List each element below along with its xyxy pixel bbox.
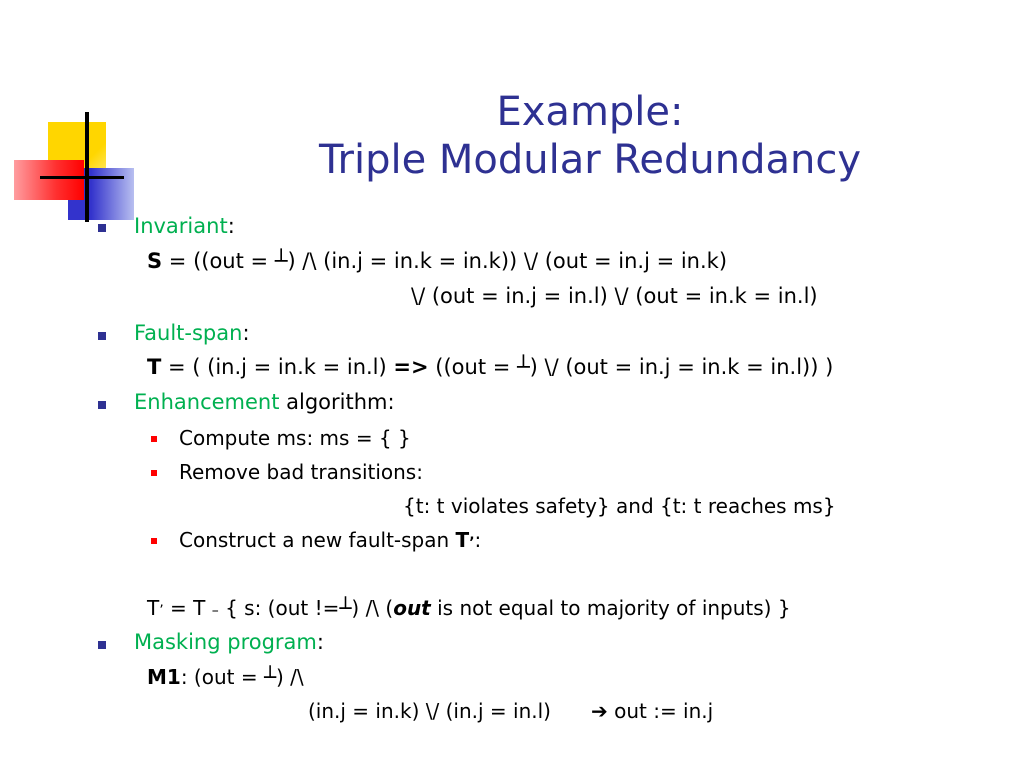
sub-bullet-remove bbox=[151, 470, 157, 476]
tprime-b: = T bbox=[163, 596, 212, 620]
tprime-definition: T’ = T – { s: (out !=┴) /\ (out is not e… bbox=[147, 595, 791, 624]
tprime-mark: ’ bbox=[159, 603, 164, 619]
tprime-d: is not equal to majority of inputs) } bbox=[430, 596, 791, 620]
enhancement-item-remove: Remove bad transitions: bbox=[179, 460, 423, 484]
decor-red-bar bbox=[14, 160, 84, 200]
construct-prefix: Construct a new fault-span bbox=[179, 528, 456, 552]
bullet-invariant bbox=[98, 224, 106, 232]
enhancement-heading: Enhancement algorithm: bbox=[134, 389, 395, 415]
fault-span-t-expr-a: = ( (in.j = in.k = in.l) bbox=[161, 355, 394, 379]
masking-m1-line1: M1: (out = ┴) /\ bbox=[147, 664, 304, 690]
masking-m1-expr: : (out = ┴) /\ bbox=[180, 665, 304, 689]
fault-span-t-line: T = ( (in.j = in.k = in.l) => ((out = ┴)… bbox=[147, 354, 833, 380]
decor-vertical-line bbox=[85, 112, 89, 222]
bullet-fault-span bbox=[98, 332, 106, 340]
fault-span-t-expr-b: ((out = ┴) \/ (out = in.j = in.k = in.l)… bbox=[428, 355, 834, 379]
construct-suffix: : bbox=[474, 528, 482, 552]
masking-m1-line2: (in.j = in.k) \/ (in.j = in.l) ➔ out := i… bbox=[308, 698, 713, 724]
bullet-enhancement bbox=[98, 401, 106, 409]
enhancement-rest: algorithm: bbox=[279, 390, 395, 414]
tprime-c: { s: (out !=┴) /\ ( bbox=[218, 596, 394, 620]
enhancement-transitions: {t: t violates safety} and {t: t reaches… bbox=[403, 494, 836, 518]
invariant-label: Invariant bbox=[134, 214, 228, 238]
sub-bullet-construct bbox=[151, 538, 157, 544]
masking-m1-action: out := in.j bbox=[607, 699, 714, 723]
invariant-colon: : bbox=[227, 214, 235, 238]
tprime-a: T bbox=[147, 596, 160, 620]
sub-bullet-compute bbox=[151, 436, 157, 442]
title-line-1: Example: bbox=[496, 89, 684, 135]
slide-title: Example: Triple Modular Redundancy bbox=[200, 88, 980, 184]
fault-span-implies: => bbox=[393, 355, 429, 379]
construct-prime: ’ bbox=[469, 535, 475, 551]
fault-span-heading: Fault-span: bbox=[134, 320, 250, 346]
masking-colon: : bbox=[316, 630, 324, 654]
masking-heading: Masking program: bbox=[134, 629, 324, 655]
fault-span-label: Fault-span bbox=[134, 321, 243, 345]
enhancement-item-compute: Compute ms: ms = { } bbox=[179, 426, 411, 450]
invariant-s-var: S bbox=[147, 249, 163, 273]
tprime-out: out bbox=[393, 596, 431, 620]
tprime-minus: – bbox=[211, 603, 219, 619]
masking-m1-expr2: (in.j = in.k) \/ (in.j = in.l) bbox=[308, 699, 551, 723]
invariant-s-expr1: = ((out = ┴) /\ (in.j = in.k = in.k)) \/… bbox=[162, 249, 728, 273]
masking-m1-var: M1 bbox=[147, 665, 181, 689]
arrow-right-icon: ➔ bbox=[590, 699, 608, 723]
decor-horizontal-line bbox=[40, 176, 124, 179]
enhancement-item-construct: Construct a new fault-span T’: bbox=[179, 527, 481, 556]
bullet-masking bbox=[98, 641, 106, 649]
construct-var: T bbox=[455, 528, 470, 552]
fault-span-t-var: T bbox=[147, 355, 162, 379]
invariant-heading: Invariant: bbox=[134, 213, 235, 239]
enhancement-label: Enhancement bbox=[134, 390, 280, 414]
masking-label: Masking program bbox=[134, 630, 317, 654]
invariant-s-line2: \/ (out = in.j = in.l) \/ (out = in.k = … bbox=[411, 284, 818, 308]
invariant-s-line1: S = ((out = ┴) /\ (in.j = in.k = in.k)) … bbox=[147, 248, 727, 274]
title-line-2: Triple Modular Redundancy bbox=[318, 137, 862, 183]
fault-span-colon: : bbox=[242, 321, 250, 345]
